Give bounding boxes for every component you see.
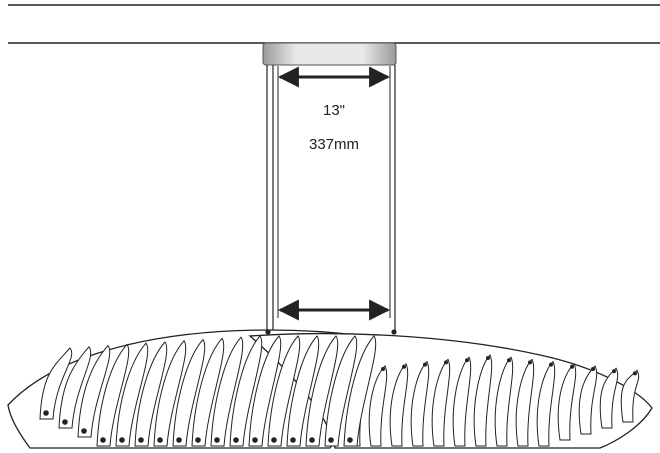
fin-right xyxy=(536,360,556,447)
fin-left-dot xyxy=(233,437,239,443)
fin-right xyxy=(473,354,493,447)
fin-right-dot xyxy=(444,360,448,365)
fin-right xyxy=(368,365,388,447)
fin-left xyxy=(191,337,225,447)
fin-left-dot xyxy=(290,437,296,443)
fin-right xyxy=(389,362,409,447)
fin-right-dot xyxy=(402,364,406,369)
fin-right xyxy=(410,360,430,447)
fin-right-dot xyxy=(549,362,553,367)
fin-left-dot xyxy=(271,437,277,443)
fin-left-dot xyxy=(138,437,144,443)
dimension-extension-lines xyxy=(277,66,391,318)
fin-left xyxy=(134,341,168,447)
fin-left xyxy=(324,335,358,447)
fin-left-dot xyxy=(157,437,163,443)
fin-left xyxy=(153,340,187,447)
fixture-left-fins xyxy=(39,335,377,447)
fin-left xyxy=(58,346,92,429)
fixture-right-fins xyxy=(347,354,640,447)
fin-right-dot xyxy=(381,367,385,371)
dimension-label-metric: 337mm xyxy=(309,136,359,153)
fin-left xyxy=(248,335,282,447)
fin-left-dot xyxy=(195,437,201,443)
dimension-label-imperial: 13" xyxy=(323,102,345,119)
fin-right-dot xyxy=(465,358,469,363)
fin-right xyxy=(557,362,577,441)
fin-right xyxy=(515,358,535,447)
fin-right xyxy=(620,369,640,423)
fin-left xyxy=(96,343,130,447)
fin-right-dot xyxy=(633,371,637,376)
fin-left-dot xyxy=(43,410,49,416)
fin-right xyxy=(494,356,514,447)
fin-left xyxy=(343,335,377,447)
fin-left-dot xyxy=(100,437,106,443)
ceiling-canopy xyxy=(262,42,397,66)
fin-right-dot xyxy=(591,367,595,371)
fin-right-dot xyxy=(528,360,532,365)
fin-left-dot xyxy=(328,437,334,443)
fin-left-dot xyxy=(176,437,182,443)
fin-right xyxy=(431,358,451,447)
fin-left-dot xyxy=(309,437,315,443)
fin-left-dot xyxy=(62,419,68,425)
fin-left xyxy=(172,338,206,447)
fin-left xyxy=(210,336,244,447)
suspension-cables xyxy=(266,65,396,332)
fin-right-dot xyxy=(612,369,616,374)
fin-left-dot xyxy=(252,437,258,443)
fin-left-dot xyxy=(214,437,220,443)
fin-left xyxy=(115,342,149,447)
fin-right xyxy=(578,365,598,435)
fin-right xyxy=(452,356,472,447)
fin-right-dot xyxy=(507,358,511,363)
fin-left-dot xyxy=(347,437,353,443)
fin-right-dot xyxy=(423,362,427,367)
fin-left xyxy=(77,344,111,438)
fin-left-dot xyxy=(119,437,125,443)
fin-left xyxy=(286,335,320,447)
fin-right xyxy=(599,367,619,429)
fin-right-dot xyxy=(570,364,574,369)
leaf-pendant-fixture xyxy=(7,329,653,449)
fin-right-dot xyxy=(486,356,490,360)
fin-left xyxy=(267,335,301,447)
fin-left-dot xyxy=(81,428,87,434)
fin-left xyxy=(305,335,339,447)
cable-attachment-points xyxy=(265,329,397,335)
fin-left xyxy=(229,335,263,447)
fin-left xyxy=(39,347,73,420)
